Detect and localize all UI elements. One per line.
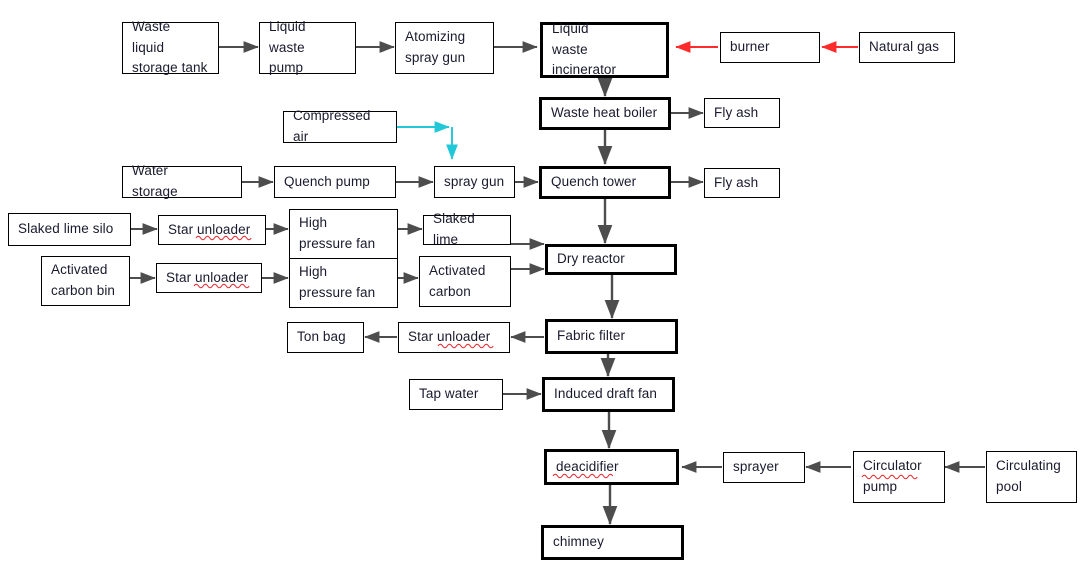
node-high-pressure-fan-1[interactable]: High pressure fan [289, 209, 398, 259]
node-fabric-filter[interactable]: Fabric filter [545, 319, 678, 354]
node-high-pressure-fan-2[interactable]: High pressure fan [289, 258, 398, 308]
node-circulator-pump[interactable]: Circulator pump [853, 451, 945, 503]
node-activated-carbon-bin[interactable]: Activated carbon bin [41, 256, 130, 306]
node-circulating-pool[interactable]: Circulating pool [986, 451, 1077, 503]
node-quench-tower[interactable]: Quench tower [539, 166, 671, 199]
node-sprayer[interactable]: sprayer [723, 452, 805, 483]
node-quench-pump[interactable]: Quench pump [274, 166, 396, 198]
node-atomizing-spray-gun[interactable]: Atomizing spray gun [395, 22, 494, 74]
node-ton-bag[interactable]: Ton bag [287, 322, 364, 353]
node-spray-gun[interactable]: spray gun [434, 166, 515, 198]
node-star-unloader-3[interactable]: Star unloader [398, 322, 510, 353]
node-induced-draft-fan[interactable]: Induced draft fan [542, 377, 675, 412]
node-fly-ash-1[interactable]: Fly ash [704, 98, 780, 128]
node-natural-gas[interactable]: Natural gas [859, 32, 955, 63]
node-waste-heat-boiler[interactable]: Waste heat boiler [539, 97, 671, 130]
node-star-unloader-1[interactable]: Star unloader [158, 215, 266, 245]
node-slaked-lime[interactable]: Slaked lime [423, 211, 511, 247]
node-chimney[interactable]: chimney [541, 525, 684, 560]
node-tap-water[interactable]: Tap water [409, 379, 503, 410]
node-liquid-waste-incinerator[interactable]: Liquid waste incinerator [540, 21, 669, 78]
node-compressed-air[interactable]: Compressed air [283, 108, 397, 144]
node-deacidifier[interactable]: deacidifier [544, 449, 679, 485]
node-activated-carbon[interactable]: Activated carbon [419, 256, 511, 307]
node-water-storage[interactable]: Water storage [122, 163, 242, 199]
node-liquid-waste-pump[interactable]: Liquid waste pump [259, 19, 356, 75]
node-fly-ash-2[interactable]: Fly ash [704, 168, 780, 198]
node-star-unloader-2[interactable]: Star unloader [156, 263, 262, 293]
node-burner[interactable]: burner [720, 32, 820, 63]
node-waste-liquid-storage-tank[interactable]: Waste liquid storage tank [122, 19, 219, 75]
node-slaked-lime-silo[interactable]: Slaked lime silo [8, 213, 131, 246]
edge-group-air [397, 121, 458, 160]
node-dry-reactor[interactable]: Dry reactor [545, 244, 677, 275]
